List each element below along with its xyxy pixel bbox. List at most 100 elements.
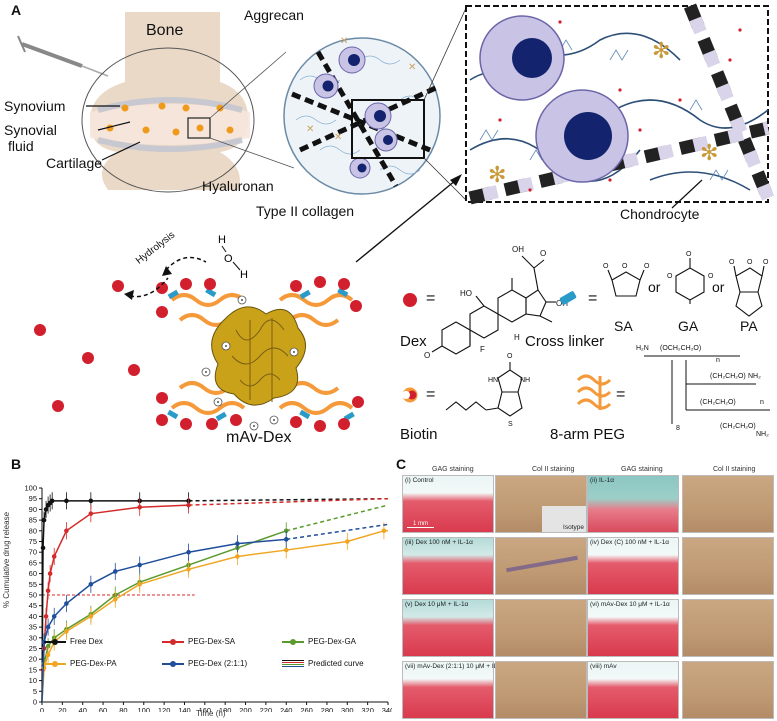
x-tick-label: 20 [58,706,66,712]
x-tick-label: 100 [138,706,151,712]
col-stain-image [682,537,774,595]
collagen-label: Type II collagen [256,203,355,219]
data-point [283,528,289,534]
svg-text:NH₂: NH₂ [748,373,761,380]
legend-label: Free Dex [70,637,103,646]
x-tick-label: 120 [158,706,171,712]
tile-caption: (vi) mAv-Dex 10 μM + IL-1α [590,601,670,608]
peg-equals: = [616,386,626,403]
y-tick-label: 30 [29,633,37,642]
data-point [88,498,94,504]
tile-caption: (i) Control [405,477,434,484]
legend-label: PEG-Dex (2:1:1) [188,659,248,668]
x-tick-label: 320 [361,706,374,712]
legend-swatch [282,638,304,645]
legend-swatch [162,638,184,645]
x-tick-label: 200 [239,706,252,712]
data-point [186,502,191,508]
legend-item: Predicted curve [282,659,364,668]
y-tick-label: 10 [29,676,37,685]
tile-caption: (iii) Dex 100 nM + IL-1α [405,539,473,546]
y-tick-label: 70 [29,548,37,557]
y-tick-label: 85 [29,516,37,525]
gag-stain-image: (vi) mAv-Dex 10 μM + IL-1α [587,599,679,657]
data-point [64,601,69,606]
data-point [381,528,387,534]
gag-header-left: GAG staining [432,466,474,473]
data-point [43,507,49,512]
data-point [47,571,53,576]
data-point [137,504,142,510]
svg-text:✻: ✻ [652,38,670,63]
legend-item: PEG-Dex (2:1:1) [162,659,247,668]
svg-text:O: O [729,259,735,266]
predicted-curve [188,497,389,506]
peg-label: 8-arm PEG [550,426,626,443]
data-point [51,614,57,619]
data-point [137,562,142,568]
bone-joint [81,12,255,193]
predicted-curve [286,504,389,532]
sa-label: SA [614,318,633,334]
gag-stain-image: (iv) Dex (C) 100 nM + IL-1α [587,537,679,595]
svg-text:F: F [480,345,485,354]
data-point [235,554,240,559]
legend-swatch [44,638,66,645]
svg-text:✻: ✻ [488,162,506,187]
tile-caption: (vii) mAv-Dex (2:1:1) 10 μM + IL-1α [405,663,507,670]
gag-stain-image: (iii) Dex 100 nM + IL-1α [402,537,494,595]
cartilage-zoom-circle: ✕✕✕✕ [283,36,442,195]
svg-text:H₂N: H₂N [636,345,649,352]
data-point [344,539,350,544]
x-tick-label: 300 [341,706,354,712]
col-stain-image [682,475,774,533]
y-tick-label: 15 [29,665,37,674]
pa-label: PA [740,318,758,334]
data-point [51,554,57,559]
data-point [64,498,69,504]
data-point [88,511,94,516]
legend-label: PEG-Dex-SA [188,637,236,646]
legend-dex-symbol [403,293,417,307]
panel-b-label: B [11,456,22,472]
svg-text:O: O [224,253,233,265]
x-tick-label: 280 [321,706,334,712]
tile-caption: (ii) IL-1α [590,477,614,484]
y-tick-label: 95 [29,494,37,503]
legend-label: Predicted curve [308,659,364,668]
svg-text:O: O [603,263,609,270]
biotin-structure [445,362,523,417]
svg-text:O: O [507,353,513,360]
y-tick-label: 65 [29,558,37,567]
legend-item: Free Dex [44,637,103,646]
svg-text:O: O [540,249,546,258]
panel-a-label: A [11,2,22,18]
svg-text:H: H [240,269,248,281]
x-tick-label: 340 [382,706,392,712]
x-tick-label: 60 [99,706,107,712]
data-point [45,644,51,649]
svg-text:O: O [622,263,628,270]
tile-caption: (v) Dex 10 μM + IL-1α [405,601,469,608]
or-1: or [648,279,661,295]
avidin-protein [211,306,306,406]
col-stain-image [495,599,587,657]
predicted-curve [286,523,389,541]
data-point [235,541,240,546]
legend-biotin-symbol [402,387,418,403]
data-point [45,652,51,658]
data-point [88,582,94,587]
y-tick-label: 55 [29,580,37,589]
svg-text:n: n [716,357,720,364]
svg-text:8: 8 [676,425,680,432]
dex-structure [431,255,556,355]
biotin-equals: = [426,386,436,403]
gag-header-right: GAG staining [621,466,663,473]
chondrocyte-label: Chondrocyte [620,206,700,222]
water-molecule: H O H [218,234,248,281]
y-tick-label: 45 [29,601,37,610]
free-dex-dots [34,280,140,412]
crosslinker-label: Cross linker [525,333,605,350]
dex-equals: = [426,290,436,307]
y-tick-label: 0 [33,698,37,707]
